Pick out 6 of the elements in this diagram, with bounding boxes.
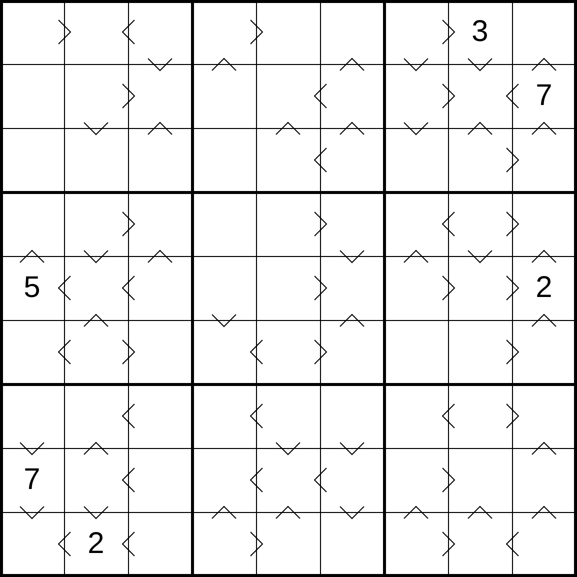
given-digit: 3 — [472, 17, 488, 47]
given-digit: 5 — [24, 273, 40, 303]
given-digit: 7 — [24, 465, 40, 495]
given-digit: 2 — [536, 273, 552, 303]
given-digit: 2 — [88, 529, 104, 559]
given-digit: 7 — [536, 81, 552, 111]
